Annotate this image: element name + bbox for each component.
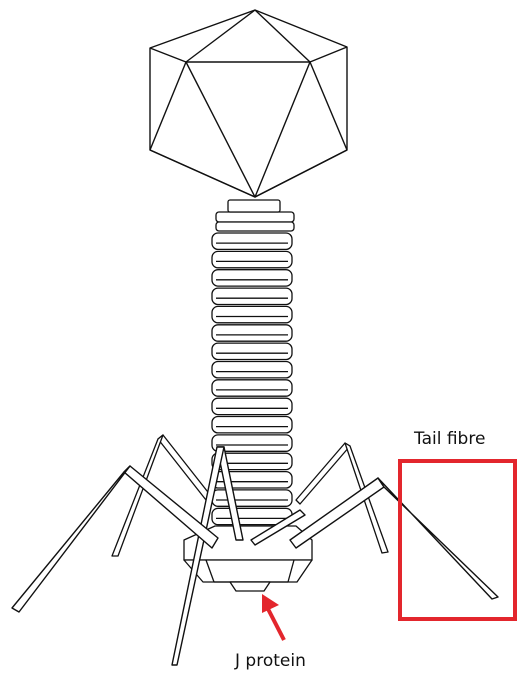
back-left-leg-upper (158, 435, 211, 500)
tail-fibre-highlight-box (400, 461, 515, 619)
j-protein (230, 582, 270, 591)
tail-fibre-label: Tail fibre (414, 429, 485, 449)
sheath-ring (212, 380, 292, 396)
right-leg-lower (378, 478, 498, 599)
sheath-ring (212, 233, 292, 249)
sheath-ring (212, 288, 292, 304)
sheath-ring (212, 362, 292, 378)
tail (212, 200, 294, 543)
sheath-ring (212, 306, 292, 322)
j-protein-arrow (262, 594, 284, 640)
sheath-ring (212, 325, 292, 341)
sheath-ring (212, 251, 292, 267)
sheath-ring (212, 490, 292, 506)
back-right-leg-upper (296, 443, 350, 504)
j-protein-label: J protein (235, 651, 306, 671)
sheath-ring (212, 343, 292, 359)
sheath-ring (212, 398, 292, 414)
sheath-ring (212, 417, 292, 433)
tail-sheath (212, 233, 292, 543)
left-leg-lower (12, 466, 130, 612)
sheath-ring (212, 270, 292, 286)
collar (216, 200, 294, 231)
capsid-head (150, 10, 347, 197)
capsid-outline (150, 10, 347, 197)
